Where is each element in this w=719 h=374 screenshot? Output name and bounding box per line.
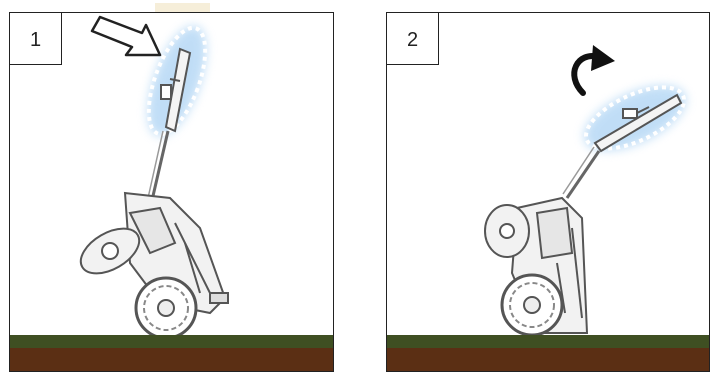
mower-illustration [10, 13, 334, 372]
step-1-panel: 1 [9, 12, 334, 372]
mower-illustration [387, 13, 710, 372]
grass-strip [10, 335, 333, 348]
step-2-panel: 2 [386, 12, 710, 372]
soil-strip [387, 348, 709, 371]
handle-shaft [567, 151, 599, 198]
mower-wheel [136, 278, 196, 338]
push-arrow-icon [92, 17, 160, 55]
rotate-arrow-icon [574, 45, 615, 93]
soil-strip [10, 348, 333, 371]
grass-strip [387, 335, 709, 348]
ground [10, 335, 333, 371]
ground [387, 335, 709, 371]
mower-wheel [502, 275, 562, 335]
